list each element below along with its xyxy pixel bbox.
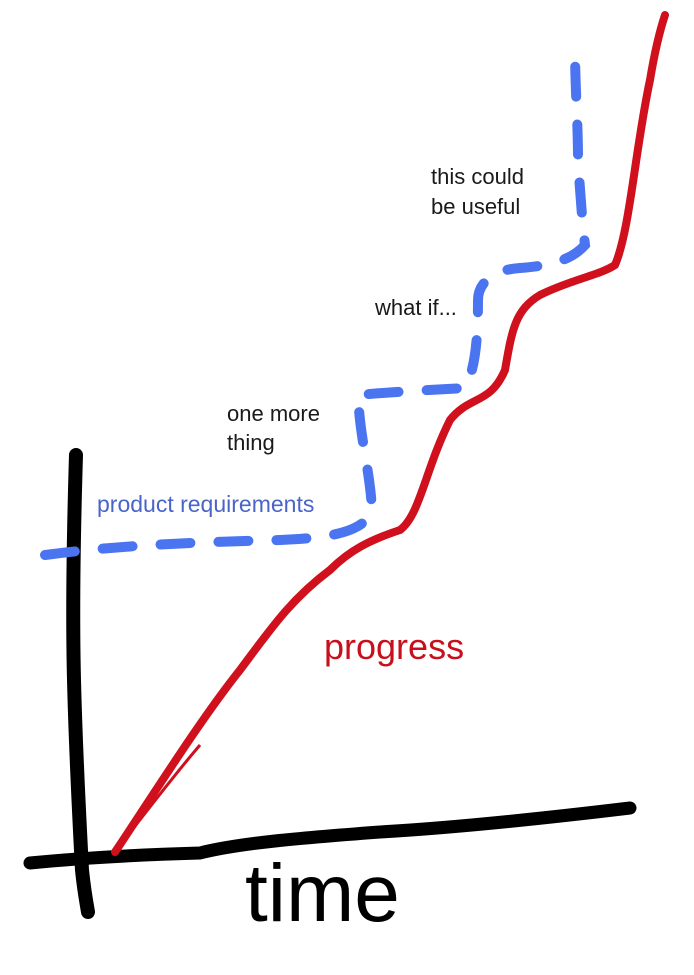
label-progress: progress [324,626,465,667]
x-axis [23,801,637,870]
annotation-be-useful: be useful [431,194,521,219]
y-axis [66,448,95,919]
annotation-thing: thing [227,430,275,455]
x-axis-label: time [245,848,400,939]
annotation-this-could: this could [431,164,524,189]
progress-line-start [113,744,202,853]
annotation-one-more: one more [227,401,320,426]
label-product-requirements: product requirements [97,491,315,517]
progress-line [111,11,669,856]
requirements-line [40,40,591,560]
annotation-what-if: what if... [375,295,457,320]
